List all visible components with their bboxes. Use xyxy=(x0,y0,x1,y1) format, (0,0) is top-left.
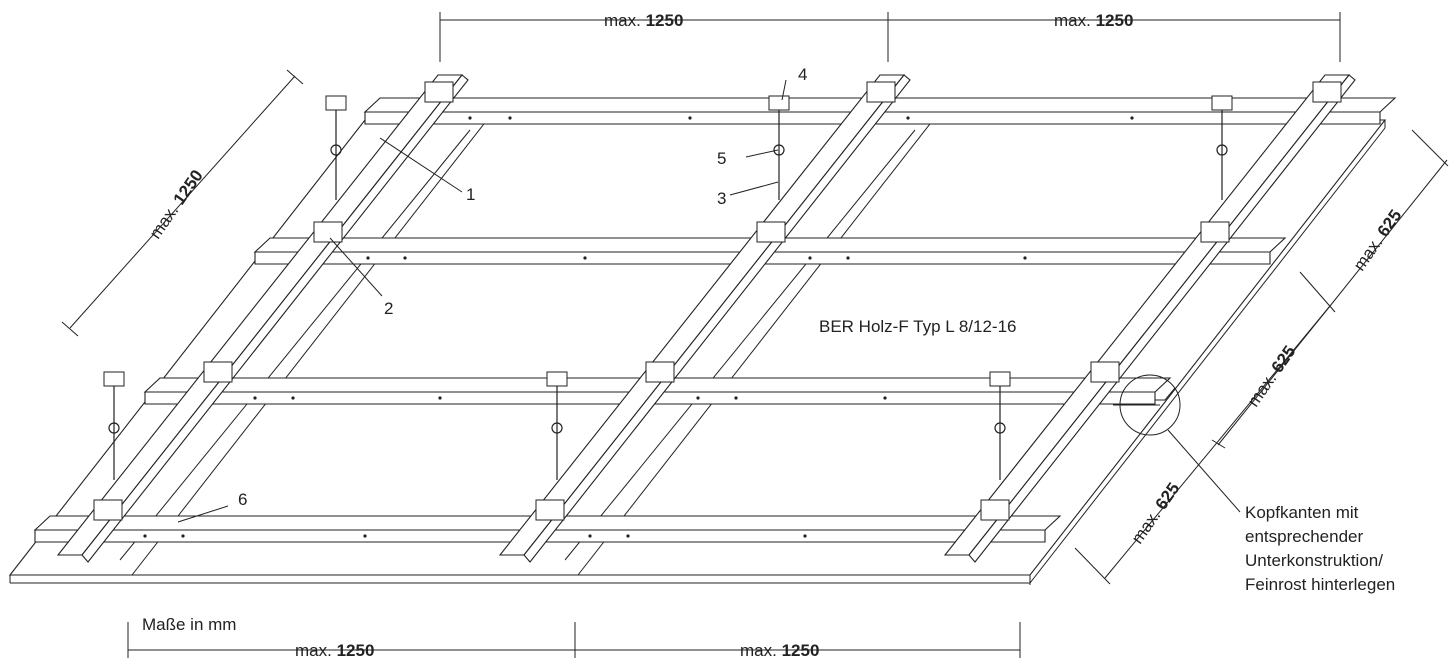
callout-4: 4 xyxy=(798,65,807,84)
board-panels xyxy=(8,119,1387,585)
hanger-bottom-right xyxy=(989,371,1011,480)
callout-2: 2 xyxy=(384,299,393,318)
dim-top-left: max. 1250 xyxy=(604,11,683,30)
hanger-top-mid xyxy=(768,95,790,200)
callout-labels: 1 2 3 4 5 6 xyxy=(238,65,807,509)
leader-lines xyxy=(177,79,1241,523)
dim-right-2: max. 625 xyxy=(1244,342,1300,410)
note-line-3: Unterkonstruktion/ xyxy=(1245,551,1383,570)
note-line-1: Kopfkanten mit xyxy=(1245,503,1359,522)
note-line-4: Feinrost hinterlegen xyxy=(1245,575,1395,594)
hanger-top-right xyxy=(1211,95,1233,200)
dim-top-right: max. 1250 xyxy=(1054,11,1133,30)
hanger-bottom-left xyxy=(103,371,125,480)
hangers xyxy=(103,95,1233,480)
dim-right-1: max. 625 xyxy=(1350,206,1406,274)
units-note: Maße in mm xyxy=(142,615,236,634)
head-edge-note: Kopfkanten mit entsprechender Unterkonst… xyxy=(1245,503,1395,594)
callout-3: 3 xyxy=(717,189,726,208)
callout-5: 5 xyxy=(717,149,726,168)
callout-1: 1 xyxy=(466,185,475,204)
main-profiles xyxy=(56,74,1356,563)
dimension-lines xyxy=(61,12,1449,658)
dim-right-3: max. 625 xyxy=(1128,479,1184,547)
dim-bottom-left: max. 1250 xyxy=(295,641,374,660)
note-line-2: entsprechender xyxy=(1245,527,1363,546)
product-label: BER Holz-F Typ L 8/12-16 xyxy=(819,317,1016,336)
callout-6: 6 xyxy=(238,490,247,509)
screws xyxy=(143,116,1134,538)
hanger-bottom-mid xyxy=(546,371,568,480)
dim-left-side: max. 1250 xyxy=(146,166,207,242)
cross-connectors xyxy=(93,81,1342,521)
hanger-top-left xyxy=(325,95,347,200)
dim-bottom-right: max. 1250 xyxy=(740,641,819,660)
